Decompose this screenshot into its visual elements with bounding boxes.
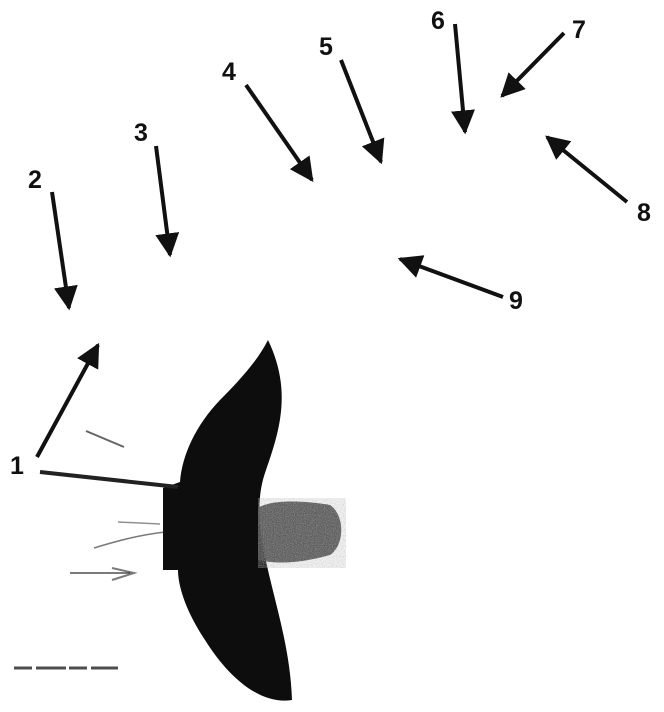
arrow-2	[52, 192, 69, 308]
label-6: 6	[431, 7, 445, 35]
motion-streaks	[14, 431, 178, 668]
arrow-3	[156, 146, 170, 255]
arrow-8	[547, 137, 627, 202]
label-3: 3	[134, 119, 148, 147]
arrow-6	[455, 24, 465, 132]
label-8: 8	[637, 199, 651, 227]
arrow-5	[341, 60, 381, 162]
label-7: 7	[572, 16, 586, 44]
arrow-4	[246, 85, 312, 180]
arrows	[37, 24, 627, 457]
label-4: 4	[222, 58, 236, 86]
arrow-7	[502, 33, 564, 96]
label-1: 1	[10, 452, 24, 480]
arrow-1	[37, 345, 98, 457]
attachment-texture	[258, 498, 346, 568]
label-9: 9	[509, 287, 523, 315]
arrow-9	[400, 259, 503, 297]
label-5: 5	[319, 33, 333, 61]
label-2: 2	[28, 166, 42, 194]
